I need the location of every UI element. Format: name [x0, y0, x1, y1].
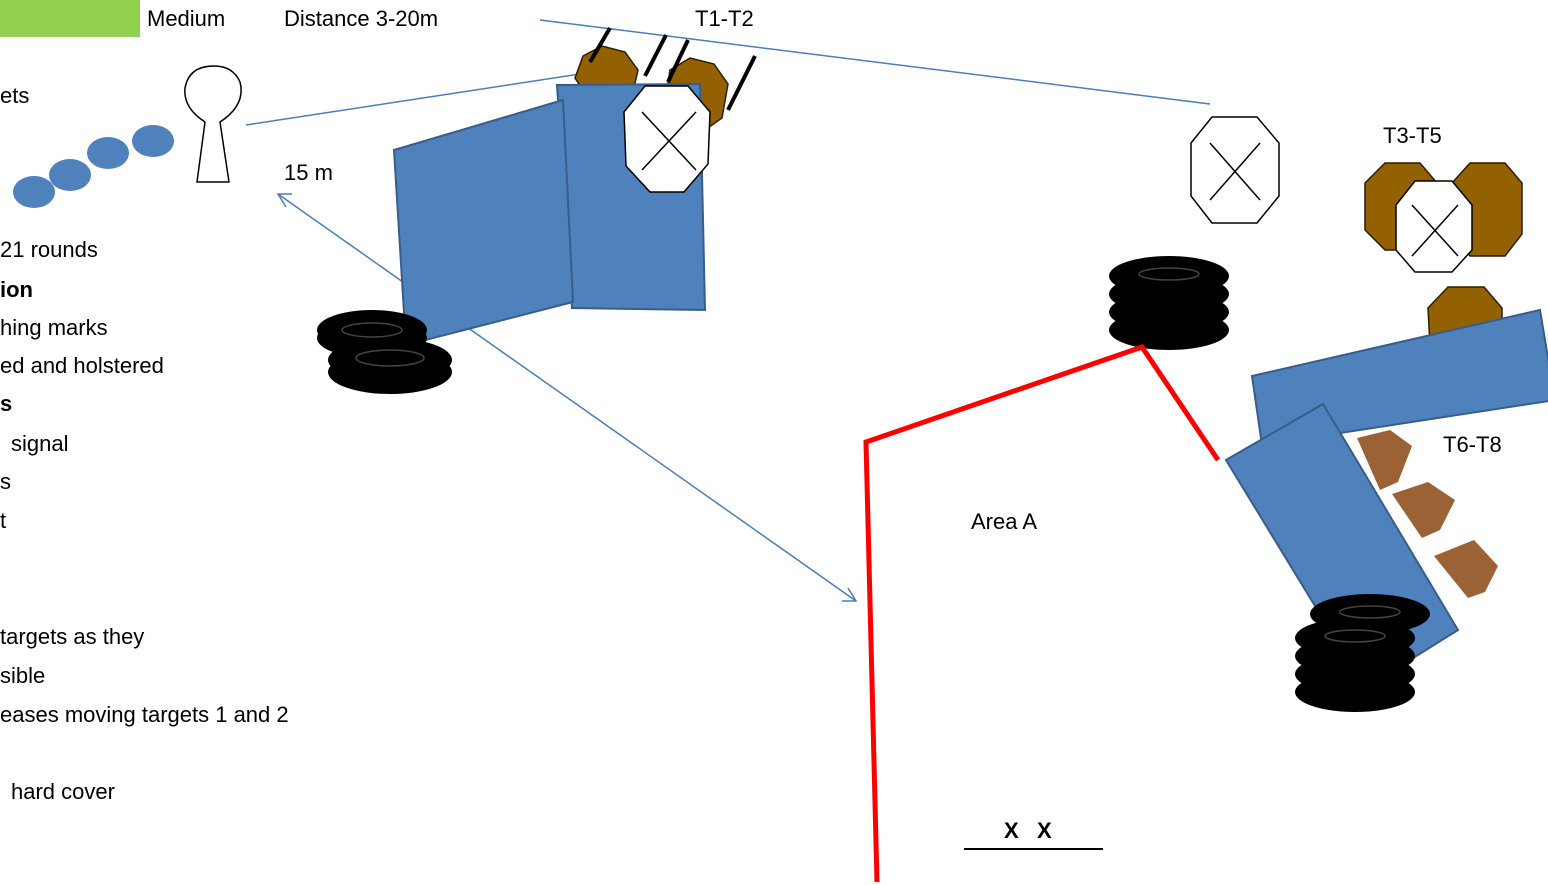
- tire-stack: [1295, 594, 1430, 712]
- difficulty-badge: [0, 0, 140, 37]
- brief-line: targets as they: [0, 624, 145, 649]
- steel-plate: [87, 137, 129, 169]
- brief-line: s: [0, 469, 11, 494]
- barricade: [392, 98, 575, 347]
- distance-label: Distance 3-20m: [284, 6, 439, 31]
- tire-stack: [317, 310, 452, 394]
- brief-line: signal: [11, 431, 69, 456]
- no-shoot-target: [1395, 180, 1473, 273]
- difficulty-label: Medium: [147, 6, 226, 31]
- no-shoot-target: [623, 85, 711, 193]
- brief-line: ed and holstered: [0, 353, 164, 378]
- steel-plate: [49, 159, 91, 191]
- brief-line: hard cover: [11, 779, 115, 804]
- area-a-label: Area A: [971, 509, 1038, 534]
- brief-line: 21 rounds: [0, 237, 98, 262]
- steel-plate: [132, 125, 174, 157]
- tire-stack: [1109, 256, 1229, 350]
- start-position-marks: X X: [1004, 818, 1052, 843]
- brief-heading: ion: [0, 277, 33, 302]
- brief-line: hing marks: [0, 315, 108, 340]
- paper-target: [1434, 540, 1498, 598]
- target-group-t3-t5: T3-T5: [1383, 123, 1442, 148]
- target-group-t6-t8: T6-T8: [1443, 432, 1502, 457]
- distance-15m-label: 15 m: [284, 160, 333, 185]
- brief-line: ets: [0, 83, 30, 108]
- view-line: [245, 71, 594, 126]
- brief-heading: s: [0, 391, 13, 416]
- paper-target: [1357, 430, 1412, 490]
- no-shoot-target: [1190, 116, 1280, 224]
- paper-target: [1392, 482, 1455, 538]
- fault-line: [863, 344, 1221, 883]
- brief-line: sible: [0, 663, 46, 688]
- target-group-t1-t2: T1-T2: [695, 6, 754, 31]
- steel-plates: [13, 125, 174, 208]
- distance-arrow: [276, 193, 858, 602]
- brief-line: eases moving targets 1 and 2: [0, 702, 289, 727]
- steel-plate: [13, 176, 55, 208]
- popper-target: [184, 65, 242, 183]
- brief-line: t: [0, 508, 7, 533]
- mover-lines: [588, 26, 757, 111]
- view-line: [539, 19, 1211, 105]
